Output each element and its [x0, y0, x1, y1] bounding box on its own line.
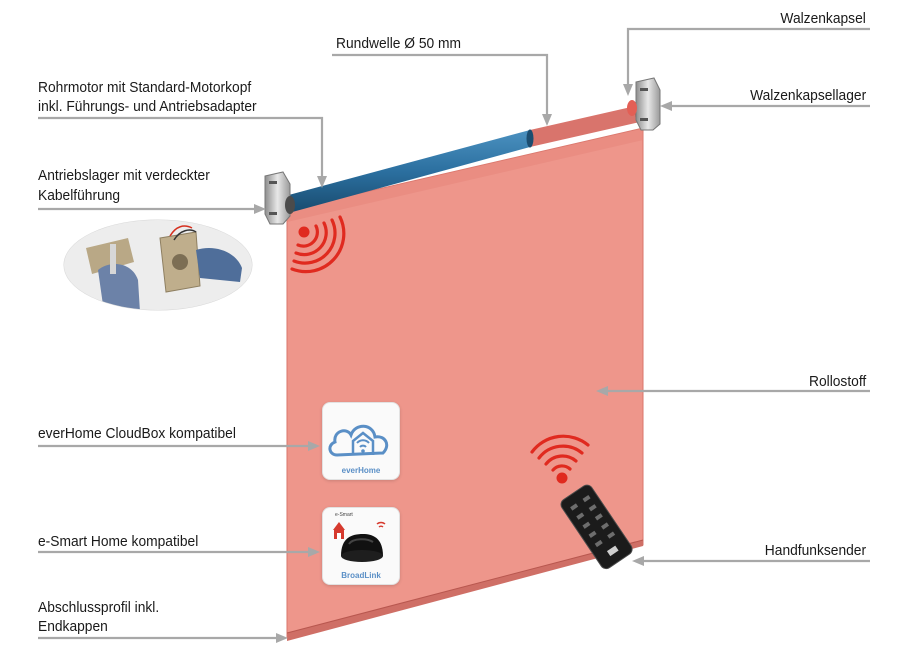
- leader-rundwelle: [332, 53, 549, 118]
- label-everhome: everHome CloudBox kompatibel: [38, 425, 236, 442]
- cloud-home-icon: [328, 424, 389, 457]
- tube-motor: [285, 130, 530, 214]
- label-rohrmotor-line1: Rohrmotor mit Standard-Motorkopf: [38, 79, 252, 96]
- broadlink-tile: e-Smart BroadLink: [322, 507, 400, 585]
- remote-control: [560, 484, 633, 570]
- leader-rohrmotor: [38, 116, 324, 180]
- label-abschluss-line2: Endkappen: [38, 618, 108, 635]
- label-antriebslager-line2: Kabelführung: [38, 187, 121, 204]
- fabric-top-shade: [287, 128, 643, 222]
- remote-signal-icon: [530, 434, 590, 484]
- leader-walzenkapsel: [626, 27, 870, 88]
- label-rohrmotor-line2: inkl. Führungs- und Antriebsadapter: [38, 98, 257, 115]
- end-cap-bracket: [627, 77, 661, 131]
- everhome-tile: everHome: [322, 402, 400, 480]
- label-abschluss-line1: Abschlussprofil inkl.: [38, 599, 160, 616]
- leader-arrows: [254, 84, 672, 643]
- broadlink-brand-label: BroadLink: [341, 571, 381, 580]
- label-esmart: e-Smart Home kompatibel: [38, 533, 199, 550]
- label-handfunksender: Handfunksender: [764, 542, 866, 559]
- label-rollostoff: Rollostoff: [808, 373, 866, 390]
- broadlink-hub-icon: [333, 521, 386, 562]
- label-walzenkapsel: Walzenkapsel: [780, 10, 866, 27]
- everhome-brand-label: everHome: [341, 466, 381, 475]
- radio-signal-icon: [290, 215, 346, 274]
- esmart-small-label: e-Smart: [335, 512, 353, 518]
- label-rundwelle: Rundwelle Ø 50 mm: [336, 35, 462, 52]
- label-walzenkapsellager: Walzenkapsellager: [749, 87, 866, 104]
- leader-lines: [38, 27, 870, 640]
- drive-bearing-bracket: [264, 171, 295, 225]
- label-antriebslager-line1: Antriebslager mit verdeckter: [38, 167, 210, 184]
- bearing-detail-photo: [63, 219, 253, 311]
- bottom-profile: [287, 540, 643, 641]
- round-shaft: [530, 105, 640, 147]
